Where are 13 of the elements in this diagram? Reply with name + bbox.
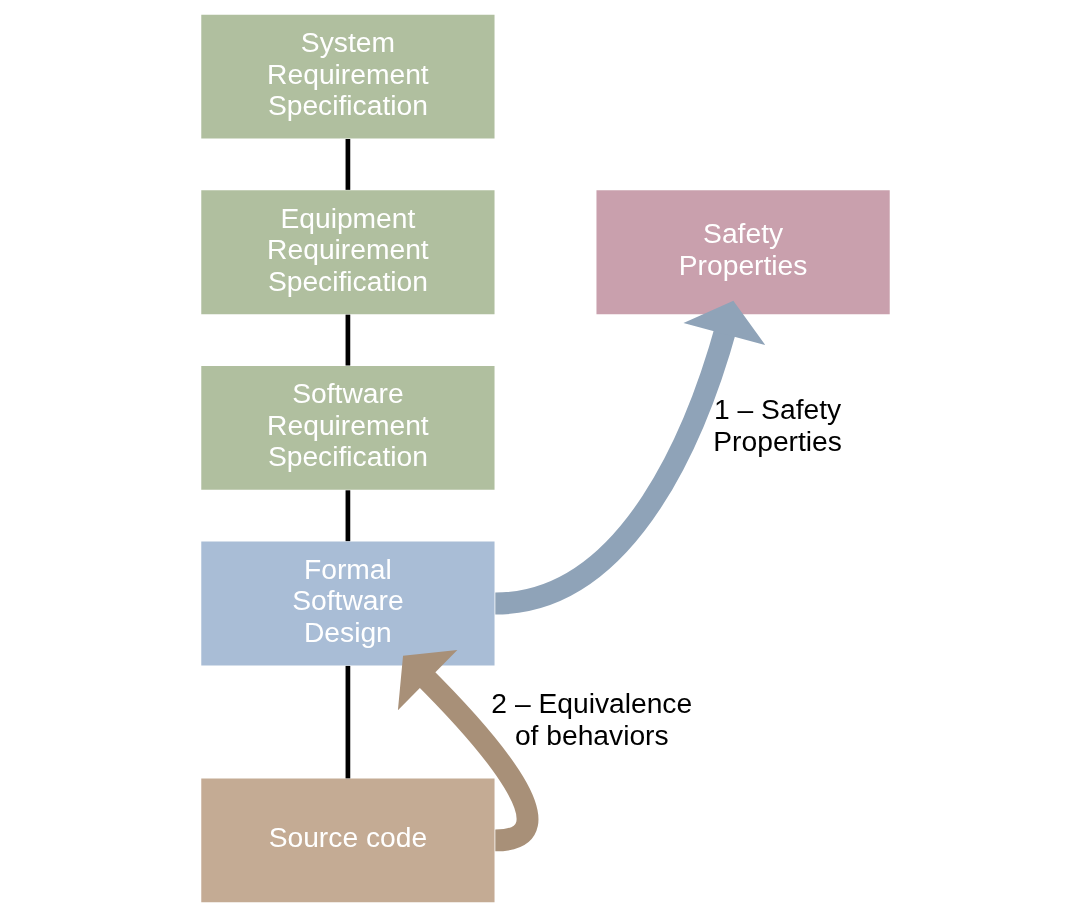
node-box: Safety Properties	[595, 190, 890, 315]
connector	[345, 665, 350, 779]
node-box: System Requirement Specification	[200, 14, 495, 139]
connector	[345, 314, 350, 366]
edge-label: 1 – Safety Properties	[712, 393, 842, 457]
node-box: Formal Software Design	[200, 541, 495, 666]
edge-label: 2 – Equivalence of behaviors	[490, 687, 692, 751]
node-box: Source code	[200, 778, 495, 903]
node-box: Equipment Requirement Specification	[200, 190, 495, 315]
node-box: Software Requirement Specification	[200, 365, 495, 490]
arrow	[493, 300, 765, 615]
connector	[345, 139, 350, 190]
connector	[345, 490, 350, 542]
